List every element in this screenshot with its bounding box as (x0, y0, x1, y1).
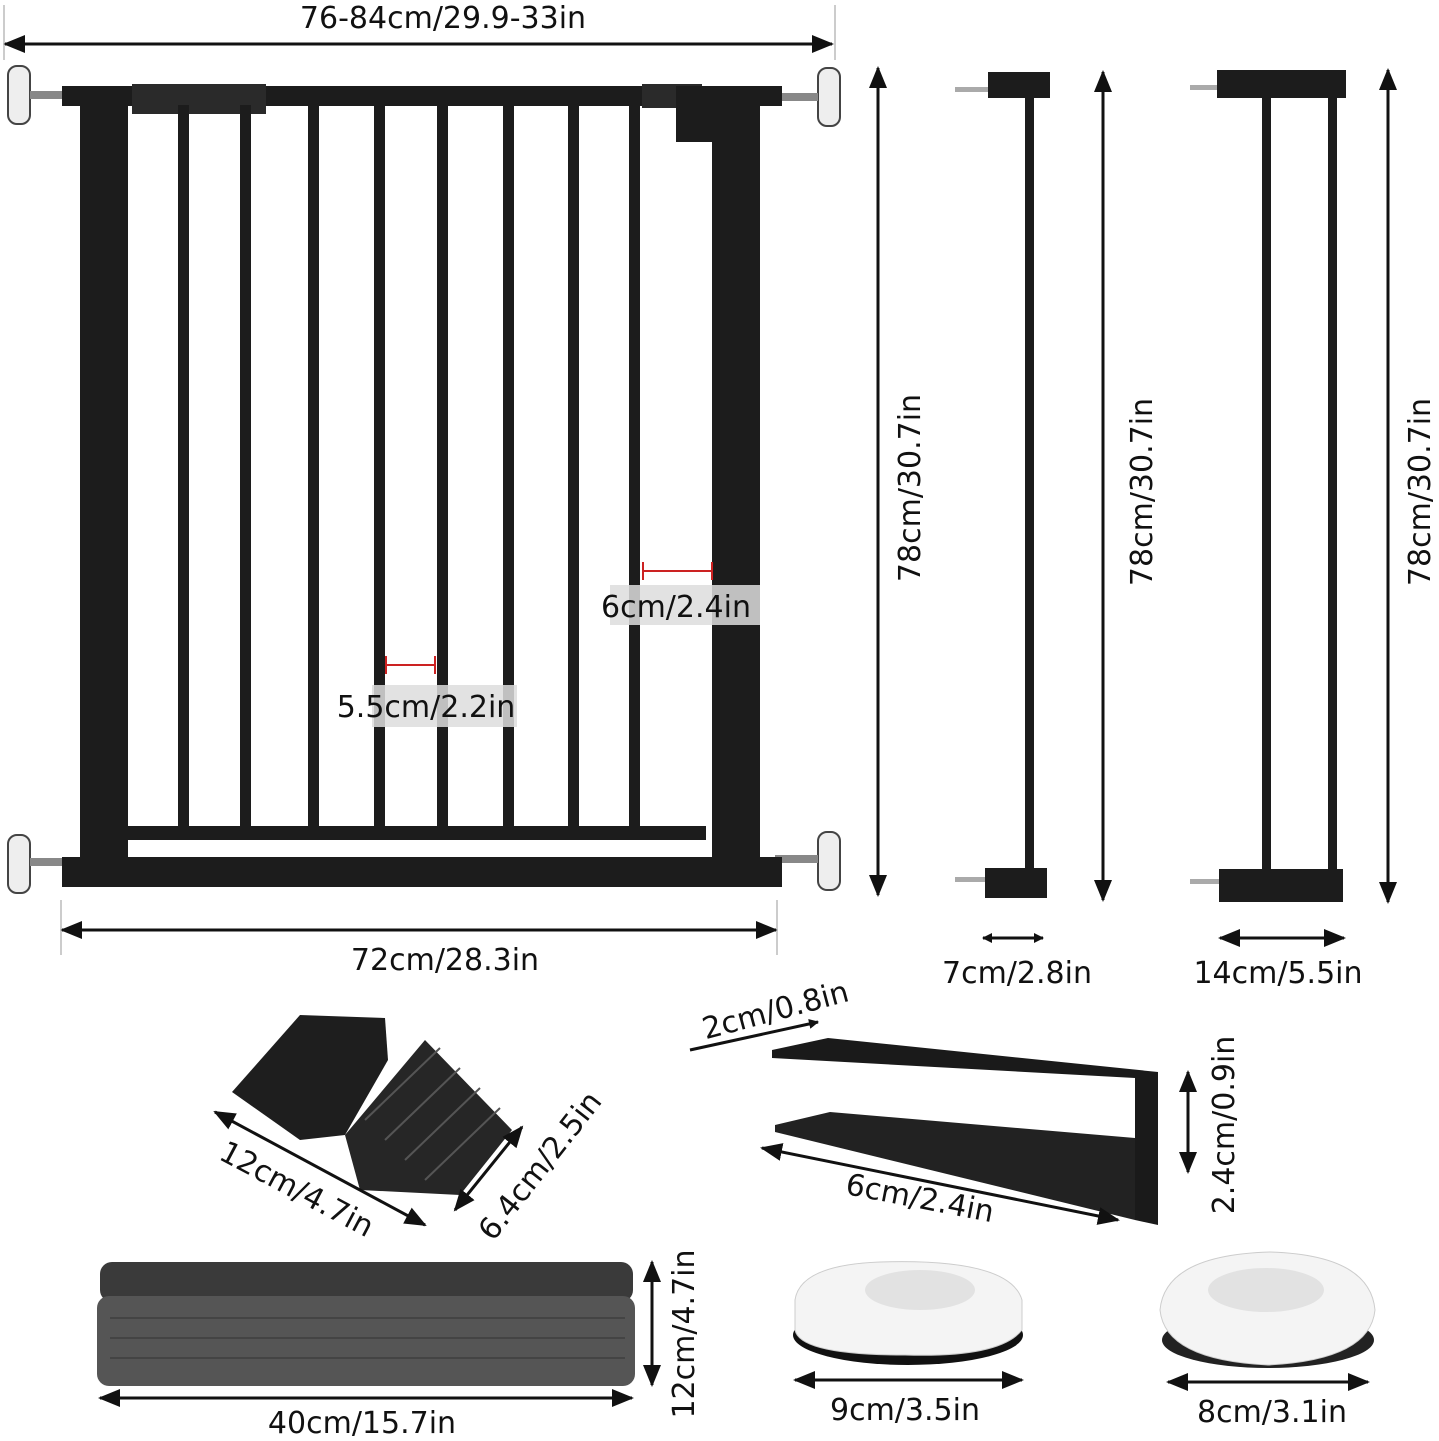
frame-width-label: 72cm/28.3in (351, 943, 539, 978)
small-ramp-width-label: 6.4cm/2.5in (472, 1085, 610, 1247)
overall-width-label: 76-84cm/29.9-33in (300, 1, 586, 36)
gate: 76-84cm/29.9-33in (3, 1, 928, 978)
extension-large-height-label: 78cm/30.7in (1403, 398, 1438, 586)
channel-bracket: 2cm/0.8in 2.4cm/0.9in 6cm/2.4in (689, 975, 1242, 1230)
pressure-knob-icon (7, 65, 841, 894)
oval-cup-width-label: 9cm/3.5in (830, 1393, 980, 1428)
extension-large-width-label: 14cm/5.5in (1193, 956, 1362, 991)
large-ramp-length-label: 40cm/15.7in (268, 1406, 456, 1441)
round-wall-cup: 8cm/3.1in (1159, 1251, 1376, 1430)
bar-gap-side-label: 6cm/2.4in (601, 590, 751, 625)
small-ramp: 12cm/4.7in 6.4cm/2.5in (213, 1015, 610, 1247)
gate-bars (178, 105, 640, 830)
extension-14cm: 78cm/30.7in 14cm/5.5in (1190, 68, 1438, 991)
channel-depth-label: 2cm/0.8in (699, 975, 853, 1048)
round-cup-width-label: 8cm/3.1in (1197, 1395, 1347, 1430)
gate-height-label: 78cm/30.7in (893, 394, 928, 582)
bar-gap-label: 5.5cm/2.2in (337, 690, 516, 725)
extension-7cm: 78cm/30.7in 7cm/2.8in (942, 70, 1160, 991)
large-ramp-height-label: 12cm/4.7in (667, 1249, 702, 1418)
oval-wall-cup: 9cm/3.5in (793, 1261, 1024, 1428)
channel-height-label: 2.4cm/0.9in (1207, 1036, 1242, 1215)
large-ramp: 12cm/4.7in 40cm/15.7in (97, 1249, 702, 1441)
extension-small-height-label: 78cm/30.7in (1125, 398, 1160, 586)
extension-small-width-label: 7cm/2.8in (942, 956, 1092, 991)
